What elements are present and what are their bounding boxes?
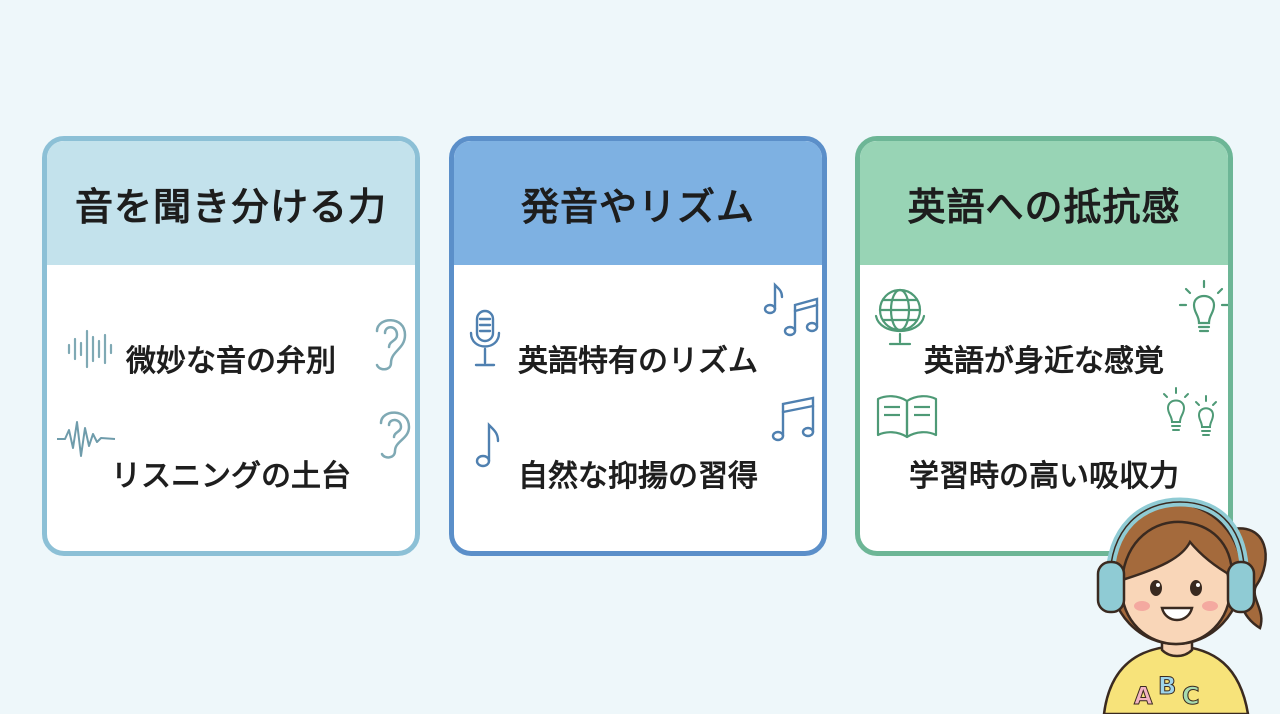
card-pronunciation: 発音やリズム 英語特有のリズム 自然な抑揚の習得: [449, 136, 827, 556]
music-notes-icon: [762, 279, 822, 339]
music-note-icon: [474, 421, 502, 469]
headphone-cup-right: [1226, 560, 1256, 614]
open-book-icon: [874, 391, 940, 441]
card-listening: 音を聞き分ける力 微妙な音の弁別 リスニングの土台: [42, 136, 420, 556]
card-item: 微妙な音の弁別: [126, 344, 336, 379]
card-item: 英語特有のリズム: [518, 344, 758, 379]
card-title: 音を聞き分ける力: [47, 141, 415, 265]
card-title: 発音やリズム: [454, 141, 822, 265]
shirt-letter-c: C: [1182, 682, 1200, 710]
shirt-letter-b: B: [1158, 672, 1176, 700]
card-item: 学習時の高い吸収力: [909, 459, 1179, 494]
music-notes-icon: [770, 396, 818, 444]
globe-icon: [872, 286, 928, 348]
girl-with-headphones-illustration: A B C: [1090, 490, 1280, 714]
shirt-letter-a: A: [1134, 682, 1153, 710]
card-item: リスニングの土台: [111, 459, 351, 494]
ear-icon: [369, 309, 411, 373]
card-title: 英語への抵抗感: [860, 141, 1228, 265]
ear-icon: [375, 403, 415, 461]
microphone-icon: [468, 309, 502, 373]
sound-wave-icon: [65, 327, 113, 371]
card-item: 英語が身近な感覚: [924, 344, 1164, 379]
headphone-cup-left: [1096, 560, 1126, 614]
card-attitude: 英語への抵抗感 英語が身近な感覚 学習時の高い吸収力: [855, 136, 1233, 556]
lightbulbs-icon: [1156, 386, 1224, 442]
card-item: 自然な抑揚の習得: [518, 459, 758, 494]
lightbulb-icon: [1176, 279, 1228, 339]
waveform-icon: [57, 416, 116, 462]
